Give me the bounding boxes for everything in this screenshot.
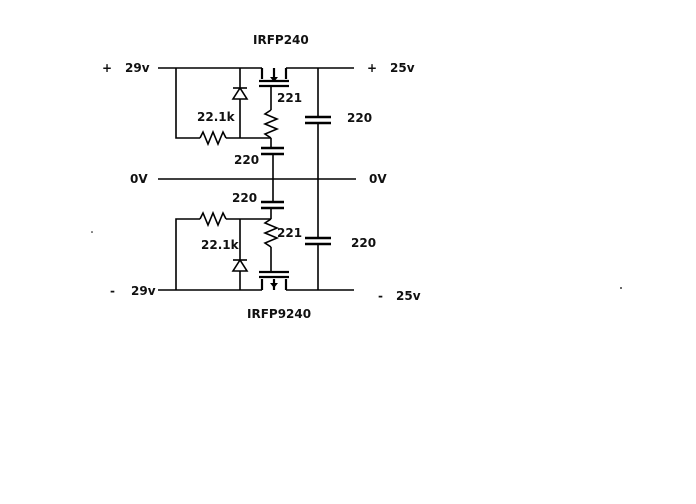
bottom-left-loop-wire <box>175 218 200 290</box>
top-transistor-label: IRFP240 <box>253 33 309 47</box>
top-zener-diode <box>231 86 249 100</box>
bottom-gate-resistor <box>262 218 280 248</box>
ground-label-right: 0V <box>369 172 387 186</box>
bottom-transistor-label: IRFP9240 <box>247 307 311 321</box>
top-bias-resistor-label: 22.1k <box>197 110 236 124</box>
bottom-gate-cap-label: 220 <box>232 191 257 205</box>
top-gate-resistor <box>262 109 280 139</box>
bottom-mosfet <box>259 270 289 290</box>
bottom-zener-diode <box>231 258 249 272</box>
top-left-loop-wire <box>175 68 200 139</box>
bottom-bias-resistor <box>199 210 227 228</box>
bottom-bias-resistor-label: 22.1k <box>201 238 240 252</box>
neg-input-sign: - <box>110 284 115 298</box>
top-bias-resistor <box>199 129 227 147</box>
neg-output-voltage: 25v <box>396 289 421 303</box>
top-output-cap-label: 220 <box>347 111 372 125</box>
pos-input-voltage: 29v <box>125 61 150 75</box>
stray-dot-right <box>620 287 622 289</box>
ground-label-left: 0V <box>130 172 148 186</box>
bottom-output-capacitor <box>305 236 331 246</box>
neg-output-sign: - <box>378 289 383 303</box>
bottom-gate-capacitor <box>261 200 284 210</box>
stray-dot-left <box>91 231 93 233</box>
bottom-output-cap-label: 220 <box>351 236 376 250</box>
bottom-gate-resistor-label: 221 <box>277 226 302 240</box>
top-output-capacitor <box>305 115 331 125</box>
top-gate-resistor-label: 221 <box>277 91 302 105</box>
pos-output-voltage: 25v <box>390 61 415 75</box>
top-mosfet <box>259 68 289 88</box>
neg-input-voltage: 29v <box>131 284 156 298</box>
pos-output-sign: + <box>367 61 377 75</box>
pos-input-sign: + <box>102 61 112 75</box>
top-gate-cap-label: 220 <box>234 153 259 167</box>
top-gate-capacitor <box>261 146 284 156</box>
